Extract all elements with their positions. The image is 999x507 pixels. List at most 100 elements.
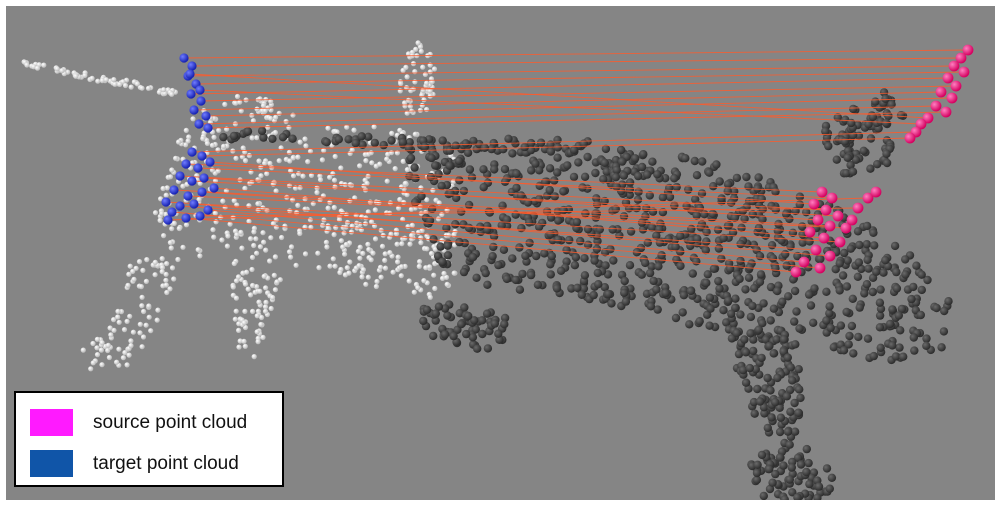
- source-cloud-point: [478, 316, 487, 325]
- target-cloud-point: [120, 355, 126, 361]
- source-cloud-point: [445, 161, 454, 170]
- target-cloud-point: [99, 362, 105, 368]
- source-cloud-point: [793, 453, 803, 462]
- target-cloud-point: [190, 116, 196, 122]
- source-cloud-point: [527, 166, 536, 175]
- target-cloud-point: [446, 232, 452, 238]
- source-cloud-point: [827, 473, 837, 482]
- source-cloud-point: [839, 346, 849, 355]
- source-cloud-point: [779, 335, 789, 344]
- target-cloud-point: [167, 286, 173, 292]
- source-cloud-point: [804, 458, 813, 468]
- target-cloud-point: [169, 167, 175, 173]
- source-cloud-point: [671, 313, 681, 323]
- target-cloud-point: [227, 221, 233, 227]
- target-cloud-point: [363, 158, 369, 164]
- target-cloud-point: [282, 223, 288, 229]
- source-cloud-point: [436, 242, 445, 251]
- source-cloud-point: [431, 161, 440, 170]
- source-cloud-point: [853, 272, 863, 281]
- source-cloud-point: [736, 310, 745, 319]
- target-cloud-point: [183, 127, 189, 133]
- source-cloud-point: [909, 282, 918, 292]
- source-cloud-point: [334, 135, 343, 144]
- source-cloud-point: [553, 153, 562, 162]
- legend-item-target: target point cloud: [30, 450, 239, 477]
- source-cloud-point: [775, 453, 785, 462]
- target-cloud-point: [308, 172, 315, 178]
- target-keypoint: [209, 183, 219, 193]
- target-cloud-point: [98, 347, 104, 353]
- source-cloud-point: [601, 144, 611, 154]
- target-cloud-point: [267, 258, 273, 264]
- source-cloud-point: [760, 409, 769, 418]
- source-cloud-point: [621, 297, 631, 306]
- source-cloud-point: [705, 321, 714, 330]
- source-keypoint: [812, 214, 824, 226]
- source-cloud-point: [422, 305, 432, 314]
- target-keypoint: [193, 163, 203, 173]
- source-cloud-point: [855, 303, 864, 312]
- source-cloud-point: [829, 343, 838, 352]
- target-cloud-point: [161, 87, 167, 93]
- source-cloud-point: [604, 289, 613, 299]
- target-cloud-point: [357, 163, 363, 169]
- target-cloud-point: [167, 240, 173, 246]
- target-cloud-point: [402, 235, 408, 241]
- source-cloud-point: [723, 180, 733, 189]
- target-cloud-point: [115, 314, 121, 320]
- target-cloud-point: [103, 77, 109, 83]
- target-cloud-point: [372, 236, 379, 242]
- source-cloud-point: [434, 169, 443, 179]
- target-cloud-point: [234, 93, 241, 100]
- source-cloud-point: [526, 138, 536, 148]
- source-cloud-point: [419, 316, 428, 326]
- target-cloud-point: [417, 259, 423, 265]
- target-cloud-point: [236, 327, 242, 333]
- target-cloud-point: [307, 148, 314, 154]
- target-cloud-point: [288, 244, 295, 250]
- source-cloud-point: [619, 171, 629, 180]
- source-cloud-point: [712, 160, 721, 169]
- target-cloud-point: [397, 88, 403, 94]
- target-cloud-point: [261, 273, 267, 279]
- source-cloud-point: [553, 135, 562, 145]
- target-cloud-point: [233, 100, 239, 106]
- source-cloud-point: [620, 288, 629, 297]
- source-cloud-point: [643, 170, 652, 179]
- source-cloud-point: [580, 254, 589, 263]
- source-cloud-point: [443, 251, 453, 260]
- source-cloud-point: [580, 172, 590, 181]
- source-cloud-point: [754, 325, 763, 334]
- target-cloud-point: [408, 206, 414, 212]
- source-cloud-point: [685, 320, 694, 329]
- source-cloud-point: [793, 251, 802, 261]
- target-cloud-point: [307, 217, 313, 223]
- target-cloud-point: [216, 127, 222, 133]
- source-keypoint: [814, 262, 826, 274]
- source-cloud-point: [692, 171, 702, 180]
- source-cloud-point: [838, 271, 848, 280]
- target-keypoint: [167, 207, 177, 217]
- source-cloud-point: [870, 241, 879, 250]
- source-cloud-point: [715, 284, 724, 293]
- source-cloud-point: [565, 235, 574, 245]
- target-cloud-point: [133, 265, 139, 271]
- source-cloud-point: [846, 244, 855, 253]
- source-cloud-point: [410, 163, 419, 172]
- source-cloud-point: [779, 347, 788, 356]
- source-cloud-point: [805, 237, 814, 246]
- target-cloud-point: [250, 308, 256, 314]
- target-cloud-point: [403, 64, 409, 70]
- source-cloud-point: [489, 242, 498, 252]
- source-cloud-point: [864, 264, 873, 273]
- source-cloud-point: [881, 94, 890, 104]
- target-cloud-point: [136, 259, 143, 265]
- source-cloud-point: [866, 134, 876, 143]
- target-cloud-point: [327, 199, 333, 205]
- source-cloud-point: [479, 165, 488, 174]
- source-cloud-point: [901, 255, 910, 264]
- source-cloud-point: [526, 270, 536, 280]
- target-cloud-point: [404, 167, 410, 173]
- target-cloud-point: [359, 274, 365, 280]
